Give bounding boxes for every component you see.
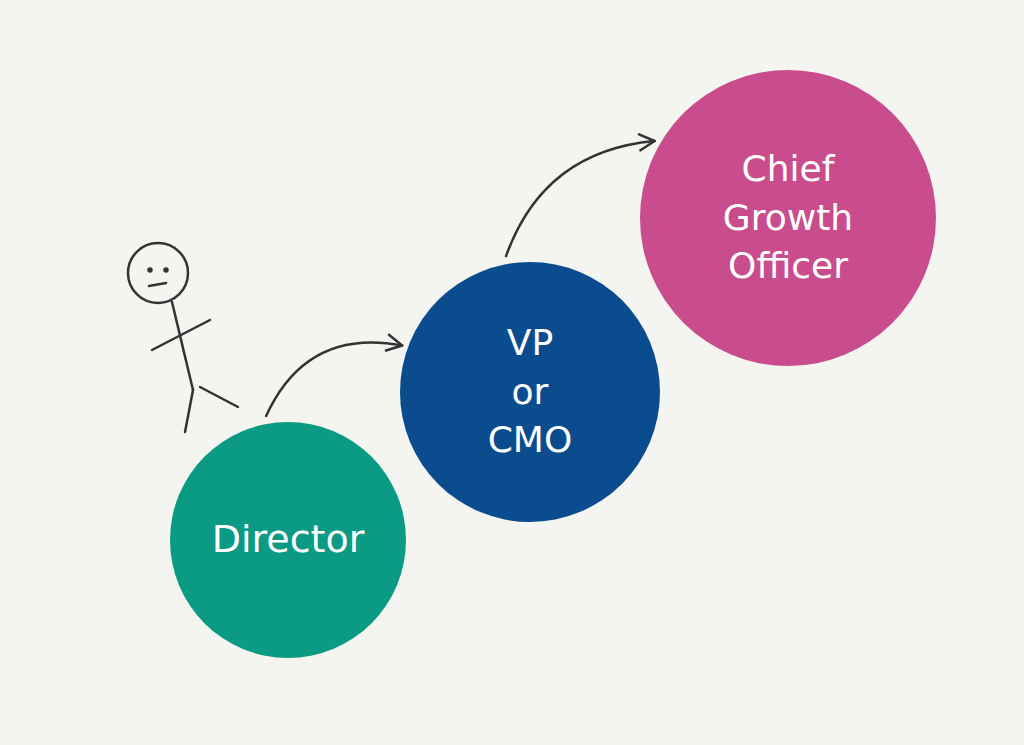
role-title: VP or CMO (485, 319, 575, 465)
role-title: Chief Growth Officer (688, 145, 888, 291)
role-circle: Chief Growth Officer (640, 70, 936, 366)
role-circle: VP or CMO (400, 262, 660, 522)
promotion-arrow (506, 141, 655, 256)
role-circle: Director (170, 422, 406, 658)
promotion-arrow (266, 342, 402, 415)
role-title: Director (212, 514, 365, 565)
